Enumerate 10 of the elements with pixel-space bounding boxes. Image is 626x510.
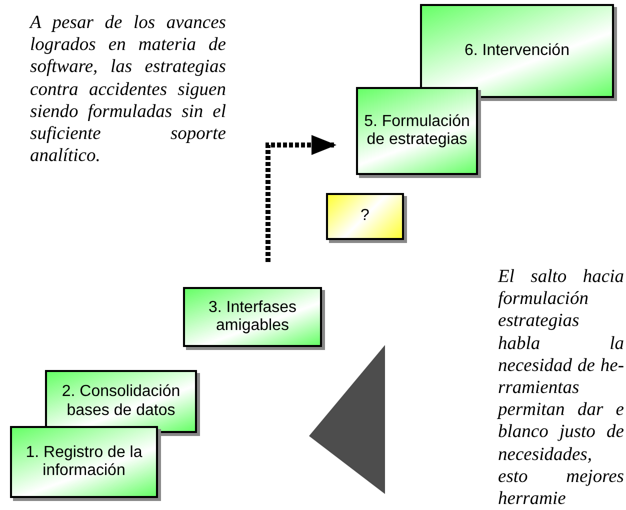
step-box: 2. Consolidación bases de datos <box>45 370 197 433</box>
step-box: 3. Interfases amigables <box>183 287 322 347</box>
note-paragraph: El salto hacia formulación estrategias habla la necesidad de he-rramientas permitan dar e blanco justo de necesidades, esto mejores herramie <box>498 266 624 510</box>
triangle <box>309 345 385 494</box>
step-box: 6. Intervención <box>420 4 614 98</box>
step-box: 1. Registro de la información <box>10 426 158 498</box>
dotted-arrow <box>266 135 336 262</box>
step-box: 5. Formulación de estrategias <box>356 87 478 175</box>
question-box: ? <box>326 193 404 240</box>
note-paragraph: A pesar de los avances logrados en materia de software, las estrategias contra accidentes siguen siendo formuladas sin el suficiente soporte analítico. <box>30 12 226 168</box>
